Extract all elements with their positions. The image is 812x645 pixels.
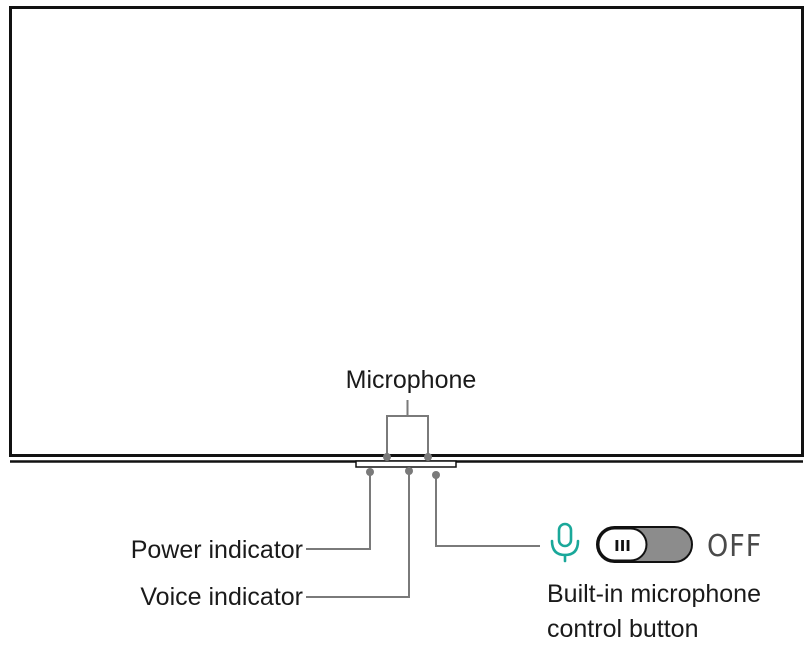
control-strip — [355, 460, 457, 468]
microphone-hole-right — [424, 453, 432, 461]
voice-indicator-label: Voice indicator — [140, 583, 303, 611]
mic-button-label-line1: Built-in microphone — [547, 580, 761, 608]
power-indicator-label: Power indicator — [131, 536, 303, 564]
voice-indicator-leader — [306, 471, 410, 598]
tv-screen-outline — [9, 6, 804, 457]
microphone-switch[interactable]: III — [596, 526, 693, 563]
microphone-label: Microphone — [346, 366, 477, 394]
switch-knob-mark: III — [614, 537, 631, 555]
power-indicator-leader — [306, 472, 371, 550]
microphone-icon — [550, 522, 580, 563]
switch-knob — [597, 527, 648, 562]
switch-state-label: OFF — [707, 529, 762, 564]
microphone-bracket — [386, 400, 429, 457]
mic-button-leader — [435, 475, 540, 547]
microphone-hole-left — [383, 453, 391, 461]
mic-button-label-line2: control button — [547, 615, 699, 643]
